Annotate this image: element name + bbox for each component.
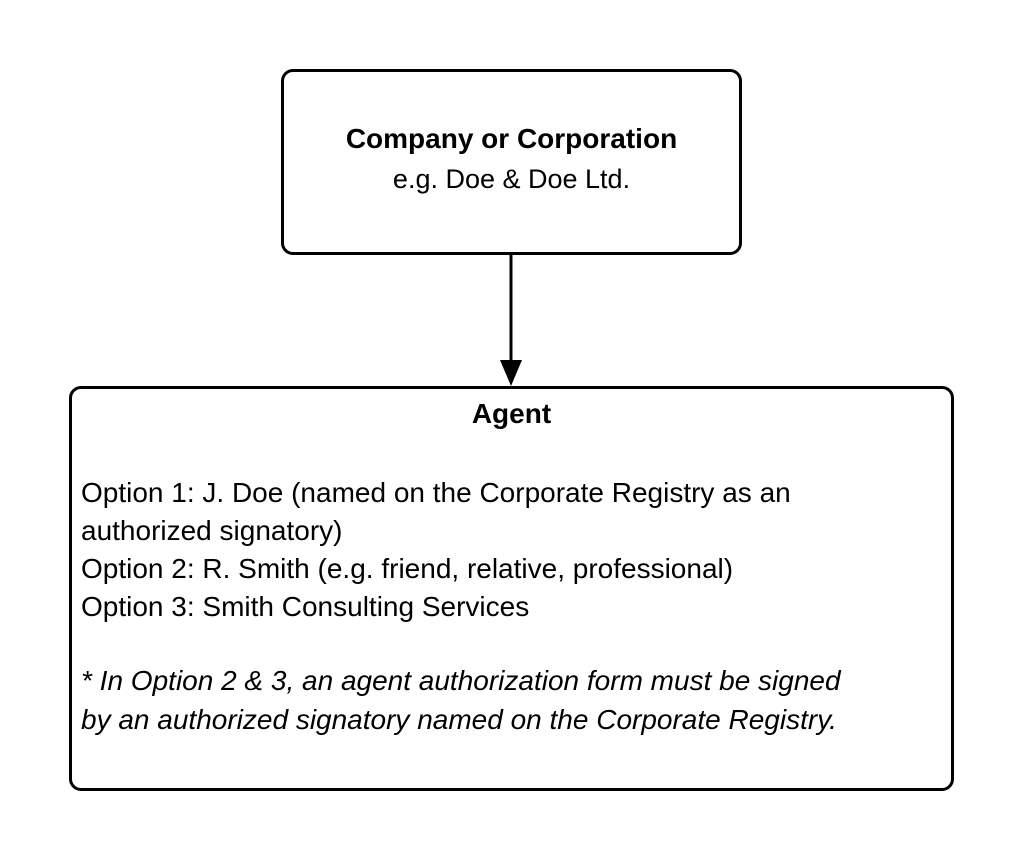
authorization-note-line-2: by an authorized signatory named on the … [81, 704, 837, 735]
option-3: Option 3: Smith Consulting Services [81, 591, 530, 622]
company-node-title: Company or Corporation [345, 123, 678, 154]
company-node: Company or Corporation e.g. Doe & Doe Lt… [281, 69, 742, 255]
option-1-line-2: authorized signatory) [81, 515, 343, 546]
company-node-example: e.g. Doe & Doe Ltd. [392, 164, 631, 194]
option-1-line-1: Option 1: J. Doe (named on the Corporate… [81, 477, 791, 508]
arrowhead [500, 360, 522, 386]
authorization-note: * In Option 2 & 3, an agent authorizatio… [81, 661, 947, 739]
agent-options-list: Option 1: J. Doe (named on the Corporate… [81, 474, 943, 626]
option-2: Option 2: R. Smith (e.g. friend, relativ… [81, 553, 734, 584]
agent-node: Agent Option 1: J. Doe (named on the Cor… [69, 386, 954, 791]
authorization-note-line-1: * In Option 2 & 3, an agent authorizatio… [81, 665, 841, 696]
agent-node-title: Agent [471, 398, 552, 429]
